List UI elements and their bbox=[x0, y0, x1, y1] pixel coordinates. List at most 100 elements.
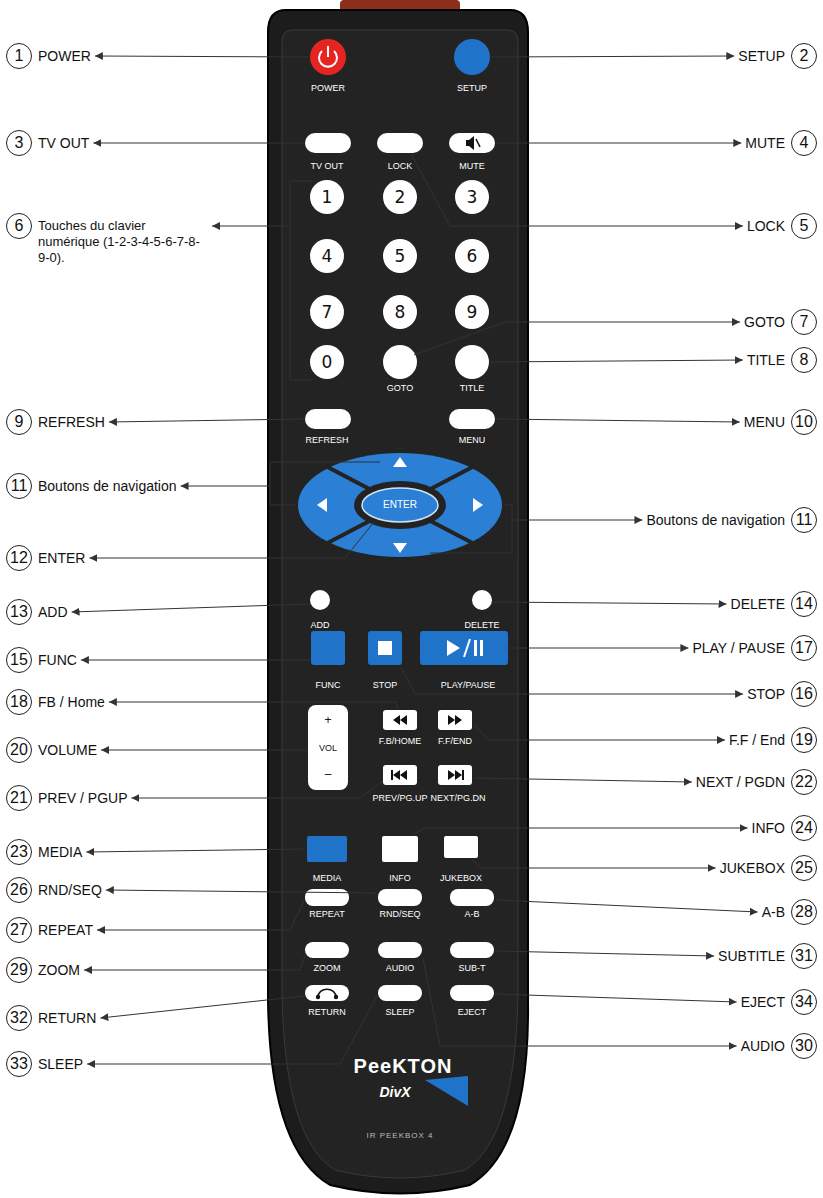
callout: 3TV OUT bbox=[6, 130, 89, 156]
callout: 24 INFO bbox=[752, 815, 817, 841]
leader-line bbox=[87, 996, 377, 1064]
keypad-bracket bbox=[290, 181, 312, 380]
callout: 27 REPEAT bbox=[6, 917, 93, 943]
callout-number: 15 bbox=[6, 647, 32, 673]
nav-arrows bbox=[317, 457, 483, 553]
callout-label: INFO bbox=[752, 815, 785, 836]
callout: 2SETUP bbox=[738, 43, 817, 69]
callout-label: FUNC bbox=[38, 647, 77, 668]
leader-line bbox=[84, 956, 305, 970]
enter-button bbox=[362, 488, 438, 522]
callout-label: Boutons de navigation bbox=[38, 473, 177, 494]
pause-icon bbox=[480, 640, 483, 656]
leader-line bbox=[95, 56, 309, 57]
callout-label: MUTE bbox=[745, 130, 785, 151]
callout-label: DELETE bbox=[731, 591, 785, 612]
leader-line bbox=[512, 520, 642, 521]
callout-label: SLEEP bbox=[38, 1051, 83, 1072]
callout: 17PLAY / PAUSE bbox=[692, 635, 817, 661]
button-label: REPEAT bbox=[309, 910, 344, 919]
callout-label: STOP bbox=[747, 681, 785, 702]
volume-rocker bbox=[308, 705, 348, 790]
nav-dividers bbox=[318, 462, 482, 548]
callout-number: 24 bbox=[791, 815, 817, 841]
callout: 11 Boutons de navigation bbox=[6, 473, 177, 499]
leader-line bbox=[106, 890, 376, 893]
leader-line bbox=[495, 994, 737, 1002]
callout-number: 9 bbox=[6, 409, 32, 435]
delete-button bbox=[472, 590, 492, 610]
callout: 25JUKEBOX bbox=[720, 855, 817, 881]
callout-number: 14 bbox=[791, 591, 817, 617]
callout-number: 12 bbox=[6, 545, 32, 571]
key-digit: 1 bbox=[322, 189, 333, 206]
leader-line bbox=[496, 900, 758, 912]
callout: 32RETURN bbox=[6, 1005, 96, 1031]
mute-button bbox=[449, 133, 495, 153]
button-label: SUB-T bbox=[459, 964, 486, 973]
button-label: JUKEBOX bbox=[440, 874, 482, 883]
leader-line bbox=[509, 648, 688, 649]
leader-line bbox=[474, 778, 692, 782]
leader-line bbox=[109, 419, 304, 422]
button-label: MUTE bbox=[459, 162, 485, 171]
callout-number: 27 bbox=[6, 917, 32, 943]
stop-icon bbox=[378, 641, 392, 655]
leader-line bbox=[492, 602, 727, 604]
callout: 28A-B bbox=[762, 899, 817, 925]
leader-line bbox=[496, 143, 741, 144]
callout-label: POWER bbox=[38, 43, 91, 64]
callout: 23MEDIA bbox=[6, 839, 82, 865]
callout: 20VOLUME bbox=[6, 737, 97, 763]
remote-panel bbox=[282, 30, 518, 1178]
callout-label: GOTO bbox=[744, 309, 785, 330]
callout-number: 32 bbox=[6, 1005, 32, 1031]
button-label: F.B/HOME bbox=[379, 737, 422, 746]
button-label: TITLE bbox=[460, 384, 485, 393]
callout-label: TITLE bbox=[747, 347, 785, 368]
button-label: SETUP bbox=[457, 84, 487, 93]
setup-button bbox=[454, 39, 490, 75]
mute-icon bbox=[466, 136, 474, 150]
nav-gap bbox=[354, 481, 446, 529]
key-digit: 7 bbox=[322, 304, 333, 321]
callout: 13ADD bbox=[6, 599, 68, 625]
callout-label: Boutons de navigation bbox=[646, 507, 785, 528]
callout-number: 11 bbox=[6, 473, 32, 499]
callout-label: AUDIO bbox=[741, 1033, 785, 1054]
callout: 7GOTO bbox=[744, 309, 817, 335]
callout: 30AUDIO bbox=[741, 1033, 817, 1059]
callout-label: PLAY / PAUSE bbox=[692, 635, 785, 656]
callout: 18FB / Home bbox=[6, 689, 105, 715]
callout-label: Touches du clavier numérique (1-2-3-4-5-… bbox=[38, 213, 208, 266]
callout-number: 1 bbox=[6, 43, 32, 69]
button-label: DELETE bbox=[464, 621, 499, 630]
leader-line bbox=[212, 226, 290, 227]
pill-buttons bbox=[305, 889, 494, 1001]
button-label: A-B bbox=[464, 910, 479, 919]
power-icon bbox=[327, 46, 329, 57]
callout-number: 21 bbox=[6, 785, 32, 811]
leader-line bbox=[490, 360, 743, 362]
callout-number: 11 bbox=[791, 507, 817, 533]
number-keys bbox=[310, 180, 489, 379]
callout: 34EJECT bbox=[741, 989, 817, 1015]
button-label: AUDIO bbox=[386, 964, 415, 973]
callout-label: EJECT bbox=[741, 989, 785, 1010]
leader-line bbox=[72, 604, 310, 612]
leader-line bbox=[97, 901, 304, 930]
button-label: FUNC bbox=[316, 681, 341, 690]
callout-label: TV OUT bbox=[38, 130, 89, 151]
pause-icon bbox=[474, 640, 477, 656]
button-label: SLEEP bbox=[385, 1008, 414, 1017]
leader-line bbox=[93, 143, 304, 144]
mute-icon bbox=[476, 139, 480, 147]
nav-bracket bbox=[270, 462, 380, 505]
logo-text: DivX bbox=[379, 1085, 410, 1099]
callout-label: LOCK bbox=[747, 213, 785, 234]
callout: 31SUBTITLE bbox=[718, 943, 817, 969]
play-button bbox=[420, 631, 508, 665]
callout-label: REPEAT bbox=[38, 917, 93, 938]
